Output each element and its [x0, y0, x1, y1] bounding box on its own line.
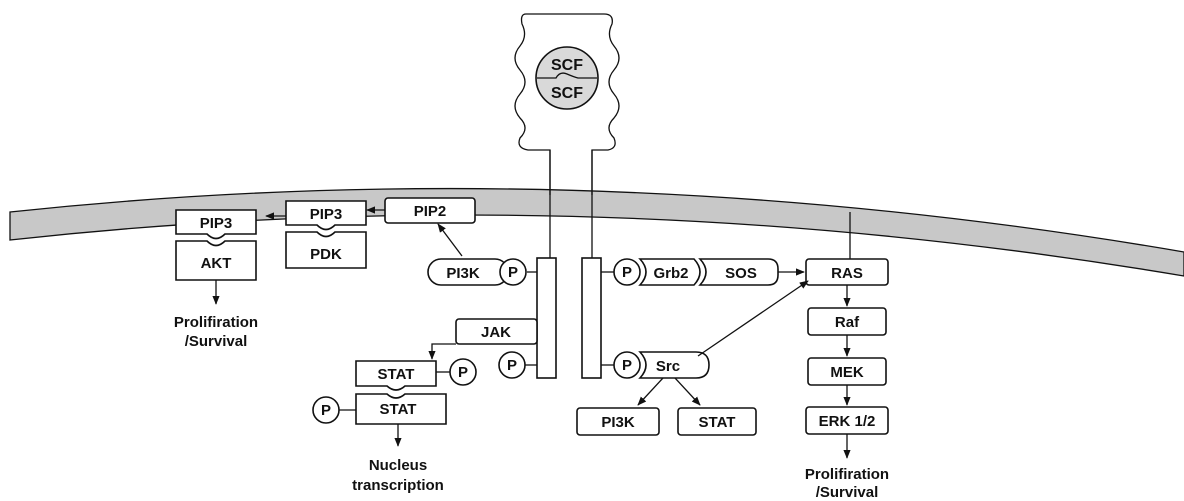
- stat-label-a: STAT: [378, 366, 415, 383]
- jak-label: JAK: [481, 324, 511, 341]
- pip3-label-a: PIP3: [310, 206, 343, 223]
- akt-outcome-line2: /Survival: [185, 333, 248, 350]
- erk-node: ERK 1/2: [805, 406, 889, 435]
- src-stat-label: STAT: [699, 414, 736, 431]
- pip3-pdk-complex: PIP3 PDK: [285, 200, 367, 269]
- src-pi3k-node: PI3K: [576, 407, 660, 436]
- receptor-phospho: P: [498, 351, 526, 379]
- nucleus-line1: Nucleus: [369, 457, 427, 474]
- pip2-label: PIP2: [414, 203, 447, 220]
- sos-label: SOS: [725, 265, 757, 282]
- scf-ligand-dimer: SCF SCF: [535, 46, 599, 110]
- grb2-node: Grb2: [638, 258, 701, 286]
- src-phospho: P: [613, 351, 641, 379]
- scf-label-top: SCF: [551, 57, 583, 74]
- src-stat-node: STAT: [677, 407, 757, 436]
- phospho-label: P: [622, 264, 632, 281]
- ras-node: RAS: [805, 258, 889, 286]
- akt-label: AKT: [201, 255, 232, 272]
- pip2-node: PIP2: [384, 197, 476, 224]
- mek-node: MEK: [807, 357, 887, 386]
- scf-label-bottom: SCF: [551, 85, 583, 102]
- jak-to-stat-arrow: [428, 343, 456, 360]
- stat-a-phospho: P: [449, 358, 477, 386]
- mek-label: MEK: [830, 364, 864, 381]
- src-to-stat-arrow: [674, 377, 701, 406]
- receptor-tail-left: [536, 257, 557, 379]
- stat-b-phospho: P: [312, 396, 340, 424]
- pi3k-label: PI3K: [446, 265, 480, 282]
- src-to-pi3k-arrow: [637, 377, 664, 406]
- phospho-label: P: [458, 364, 468, 381]
- phospho-label: P: [321, 402, 331, 419]
- phospho-label: P: [507, 357, 517, 374]
- ras-label: RAS: [831, 265, 863, 282]
- receptor-extracellular-domain: [514, 13, 620, 195]
- erk-outcome-line1: Prolifiration: [805, 466, 889, 483]
- pi3k-phospho: P: [499, 258, 527, 286]
- sos-node: SOS: [698, 258, 779, 286]
- pdk-label: PDK: [310, 246, 342, 263]
- src-pi3k-label: PI3K: [601, 414, 635, 431]
- pip3-label-b: PIP3: [200, 215, 233, 232]
- receptor-tail-right: [581, 257, 602, 379]
- grb2-label: Grb2: [653, 265, 688, 282]
- pip3-akt-complex: PIP3 AKT: [175, 209, 257, 281]
- phospho-label: P: [622, 357, 632, 374]
- jak-node: JAK: [455, 318, 538, 345]
- akt-outcome-line1: Prolifiration: [174, 314, 258, 331]
- pi3k-to-pip2-arrow: [437, 223, 463, 257]
- stat-label-b: STAT: [380, 401, 417, 418]
- src-label: Src: [656, 358, 680, 375]
- phospho-label: P: [508, 264, 518, 281]
- raf-label: Raf: [835, 314, 860, 331]
- grb2-phospho: P: [613, 258, 641, 286]
- nucleus-line2: transcription: [352, 477, 444, 494]
- src-node: Src: [638, 351, 710, 379]
- stat-dimer: STAT STAT: [355, 360, 447, 425]
- erk-outcome-line2: /Survival: [816, 484, 879, 501]
- src-to-ras-arrow: [697, 280, 809, 357]
- pi3k-node: PI3K: [427, 258, 509, 286]
- erk-label: ERK 1/2: [819, 413, 876, 430]
- raf-node: Raf: [807, 307, 887, 336]
